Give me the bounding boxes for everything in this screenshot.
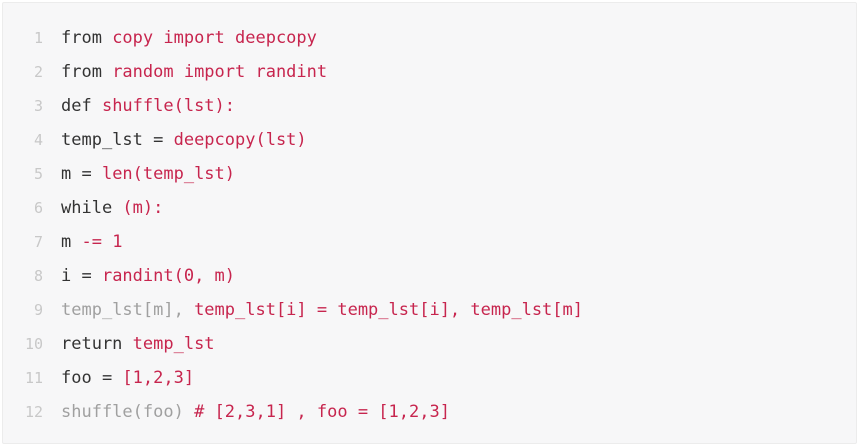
code-line: 8 i = randint(0, m) xyxy=(3,259,235,293)
line-number: 1 xyxy=(33,29,43,47)
line-number: 9 xyxy=(33,301,43,319)
code-token: temp_lst[i] = temp_lst[i], temp_lst[m] xyxy=(194,300,583,320)
line-number: 2 xyxy=(33,63,43,81)
code-token: (m): xyxy=(122,198,164,218)
code-token: shuffle(foo) xyxy=(61,402,195,422)
code-token: randint(0, m) xyxy=(101,266,236,286)
code-line: 9 temp_lst[m], temp_lst[i] = temp_lst[i]… xyxy=(3,293,583,327)
code-token: shuffle(lst): xyxy=(101,96,236,116)
code-line: 2 from random import randint xyxy=(3,55,327,89)
code-token: len(temp_lst) xyxy=(101,164,236,184)
code-line: 4 temp_lst = deepcopy(lst) xyxy=(3,123,307,157)
code-line: 10 return temp_lst xyxy=(3,327,215,361)
code-line: 3 def shuffle(lst): xyxy=(3,89,235,123)
code-token: m = xyxy=(61,164,102,184)
code-line: 11 foo = [1,2,3] xyxy=(3,361,194,395)
line-number: 7 xyxy=(33,233,43,251)
code-token: temp_lst[m], xyxy=(61,300,195,320)
code-token: # [2,3,1] , foo = [1,2,3] xyxy=(194,402,450,422)
code-line: 12 shuffle(foo) # [2,3,1] , foo = [1,2,3… xyxy=(3,395,450,429)
code-line: 1 from copy import deepcopy xyxy=(3,21,317,55)
code-line: 6 while (m): xyxy=(3,191,163,225)
code-token: temp_lst = xyxy=(61,130,174,150)
code-token: temp_lst xyxy=(132,334,215,354)
line-number: 8 xyxy=(33,267,43,285)
line-number: 3 xyxy=(33,97,43,115)
code-token: foo = xyxy=(61,368,123,388)
code-line: 7 m -= 1 xyxy=(3,225,122,259)
line-number: 12 xyxy=(24,403,43,421)
code-token: def xyxy=(61,96,102,116)
code-token: from xyxy=(61,28,113,48)
code-token: i = xyxy=(61,266,102,286)
line-number: 4 xyxy=(33,131,43,149)
code-token: random import randint xyxy=(112,62,328,82)
code-token: return xyxy=(61,334,133,354)
line-number: 5 xyxy=(33,165,43,183)
code-token: -= 1 xyxy=(81,232,123,252)
code-token: [1,2,3] xyxy=(122,368,195,388)
line-number: 11 xyxy=(24,369,43,387)
code-token: copy import deepcopy xyxy=(112,28,317,48)
code-token: while xyxy=(61,198,123,218)
line-number: 6 xyxy=(33,199,43,217)
code-token: from xyxy=(61,62,113,82)
line-number: 10 xyxy=(24,335,43,353)
code-token: m xyxy=(61,232,82,252)
code-token: deepcopy(lst) xyxy=(173,130,307,150)
code-line: 5 m = len(temp_lst) xyxy=(3,157,235,191)
